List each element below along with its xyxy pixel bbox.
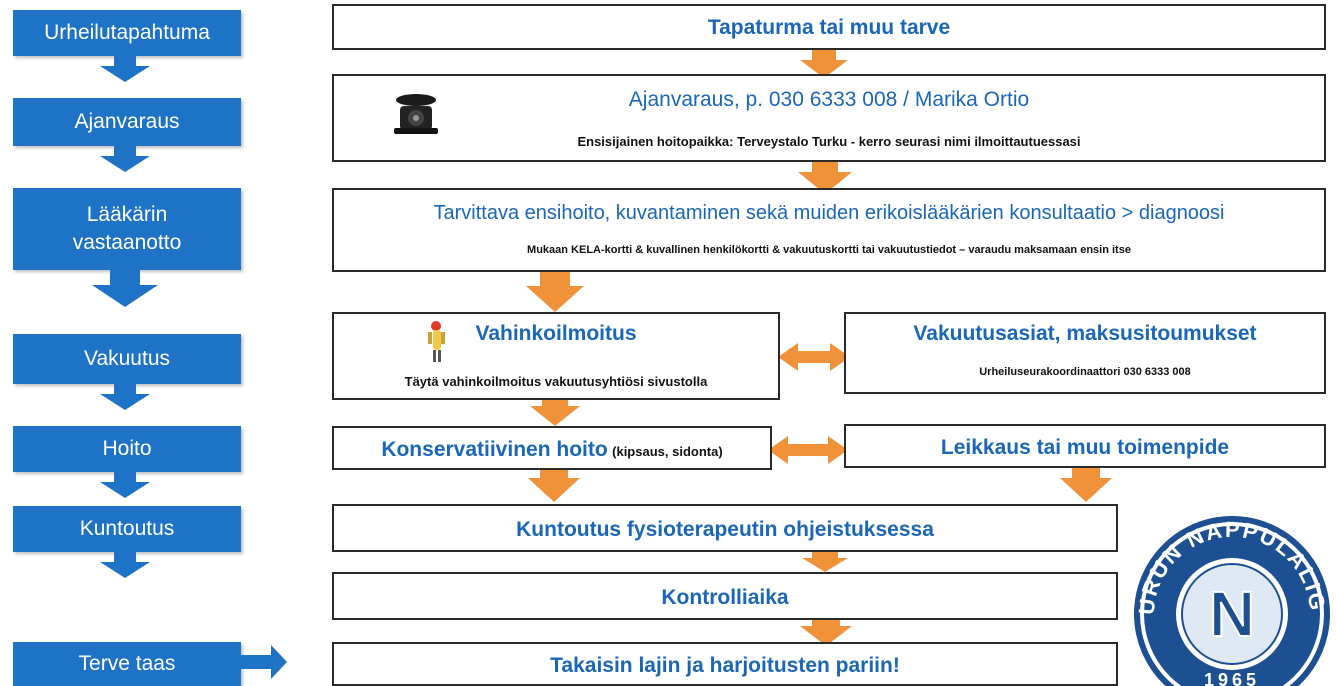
step-label: Hoito <box>102 437 152 460</box>
box-kuntoutus: Kuntoutus fysioterapeutin ohjeistuksessa <box>332 504 1118 552</box>
blue-down-arrow <box>100 384 150 410</box>
logo-year: 1965 <box>1204 670 1260 686</box>
box-note: Mukaan KELA-kortti & kuvallinen henkilök… <box>527 244 1131 256</box>
step-kuntoutus: Kuntoutus <box>13 506 241 552</box>
box-ajanvaraus: Ajanvaraus, p. 030 6333 008 / Marika Ort… <box>332 74 1326 162</box>
orange-double-arrow <box>778 343 850 371</box>
box-title: Konservatiivinen hoito <box>381 438 608 461</box>
orange-double-arrow <box>768 436 848 464</box>
box-title: Vahinkoilmoitus <box>475 322 637 345</box>
orange-down-arrow <box>528 468 580 502</box>
figure-icon <box>428 321 445 362</box>
step-label: Terve taas <box>78 652 176 675</box>
box-title: Kontrolliaika <box>661 586 789 609</box>
blue-down-arrow <box>100 472 150 498</box>
orange-down-arrow <box>798 160 852 194</box>
box-title-row: Konservatiivinen hoito (kipsaus, sidonta… <box>334 438 770 462</box>
telephone-icon <box>394 94 438 134</box>
logo-letter: N <box>1209 578 1255 650</box>
box-vakuutusasiat: Vakuutusasiat, maksusitoumukset Urheilus… <box>844 312 1326 394</box>
blue-down-arrow <box>100 56 150 82</box>
box-title: Leikkaus tai muu toimenpide <box>940 436 1230 459</box>
orange-down-arrow <box>1060 468 1112 502</box>
box-leikkaus: Leikkaus tai muu toimenpide <box>844 424 1326 468</box>
blue-down-arrow <box>100 552 150 578</box>
box-vahinkoilmoitus: Vahinkoilmoitus Täytä vahinkoilmoitus va… <box>332 312 780 400</box>
step-label: Vakuutus <box>84 347 170 370</box>
step-laakarin-vastaanotto: Lääkärin vastaanotto <box>13 188 241 270</box>
turun-nappulaliga-logo: TURUN NAPPULALIGA N 1965 <box>1126 510 1330 686</box>
blue-down-arrow <box>100 146 150 172</box>
box-title: Takaisin lajin ja harjoitusten pariin! <box>550 654 900 677</box>
step-urheilutapahtuma: Urheilutapahtuma <box>13 10 241 56</box>
box-title: Kuntoutus fysioterapeutin ohjeistuksessa <box>516 518 934 541</box>
blue-right-arrow <box>241 645 287 679</box>
orange-down-arrow <box>530 398 580 426</box>
blue-down-arrow <box>92 270 158 307</box>
box-title: Tapaturma tai muu tarve <box>707 16 951 39</box>
step-terve-taas: Terve taas <box>13 642 241 686</box>
orange-down-arrow <box>526 270 584 312</box>
box-takaisin: Takaisin lajin ja harjoitusten pariin! <box>332 642 1118 686</box>
box-kontrolliaika: Kontrolliaika <box>332 572 1118 620</box>
box-konservatiivinen: Konservatiivinen hoito (kipsaus, sidonta… <box>332 426 772 470</box>
orange-down-arrow <box>800 48 848 78</box>
box-title: Vakuutusasiat, maksusitoumukset <box>913 322 1257 345</box>
box-note: Urheiluseurakoordinaattori 030 6333 008 <box>979 366 1191 378</box>
step-label: Ajanvaraus <box>74 110 180 133</box>
box-ensihoito: Tarvittava ensihoito, kuvantaminen sekä … <box>332 188 1326 272</box>
step-label: Urheilutapahtuma <box>44 21 210 44</box>
box-tapaturma: Tapaturma tai muu tarve <box>332 4 1326 50</box>
orange-down-arrow <box>800 618 852 646</box>
step-label: Lääkärin vastaanotto <box>72 203 182 254</box>
box-title: Tarvittava ensihoito, kuvantaminen sekä … <box>433 202 1225 224</box>
step-label: Kuntoutus <box>79 517 175 540</box>
box-note: Ensisijainen hoitopaikka: Terveystalo Tu… <box>577 134 1081 149</box>
box-note: (kipsaus, sidonta) <box>612 444 723 459</box>
box-title: Ajanvaraus, p. 030 6333 008 / Marika Ort… <box>628 88 1030 111</box>
step-hoito: Hoito <box>13 426 241 472</box>
orange-down-arrow <box>802 552 848 572</box>
box-note: Täytä vahinkoilmoitus vakuutusyhtiösi si… <box>404 374 708 389</box>
step-vakuutus: Vakuutus <box>13 334 241 384</box>
step-ajanvaraus: Ajanvaraus <box>13 98 241 146</box>
